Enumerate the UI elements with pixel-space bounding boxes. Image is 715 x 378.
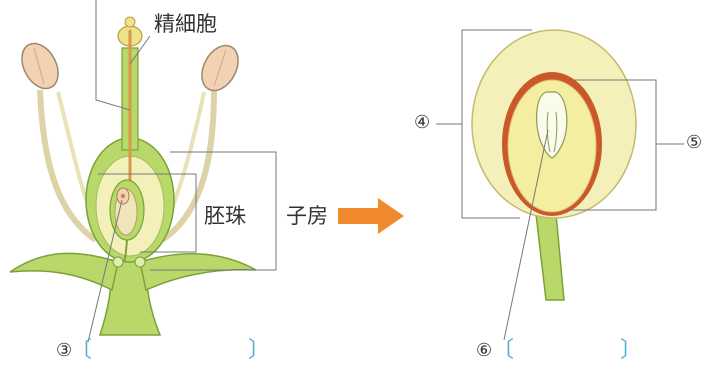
label-4-number: ④ [414, 114, 430, 132]
answer-3-close-bracket: 〕 [248, 340, 270, 362]
transition-arrow [338, 198, 404, 234]
answer-6-open-bracket: 〔 [492, 340, 514, 362]
ovary-label: 子房 [286, 206, 328, 227]
flower-cross-section [10, 0, 276, 342]
fruit-stalk [536, 214, 564, 300]
answer-6-close-bracket: 〕 [620, 340, 642, 362]
sperm-cell-label: 精細胞 [154, 14, 217, 35]
answer-6-blank[interactable] [518, 340, 618, 364]
answer-3-blank[interactable] [96, 340, 246, 364]
anther-left [15, 37, 66, 94]
fruit-cross-section [436, 30, 684, 340]
ovule-label: 胚珠 [204, 206, 246, 227]
label-6-number: ⑥ [476, 342, 492, 360]
label-5-number: ⑤ [686, 134, 702, 152]
sepal-right [140, 254, 256, 290]
answer-3-open-bracket: 〔 [70, 340, 92, 362]
